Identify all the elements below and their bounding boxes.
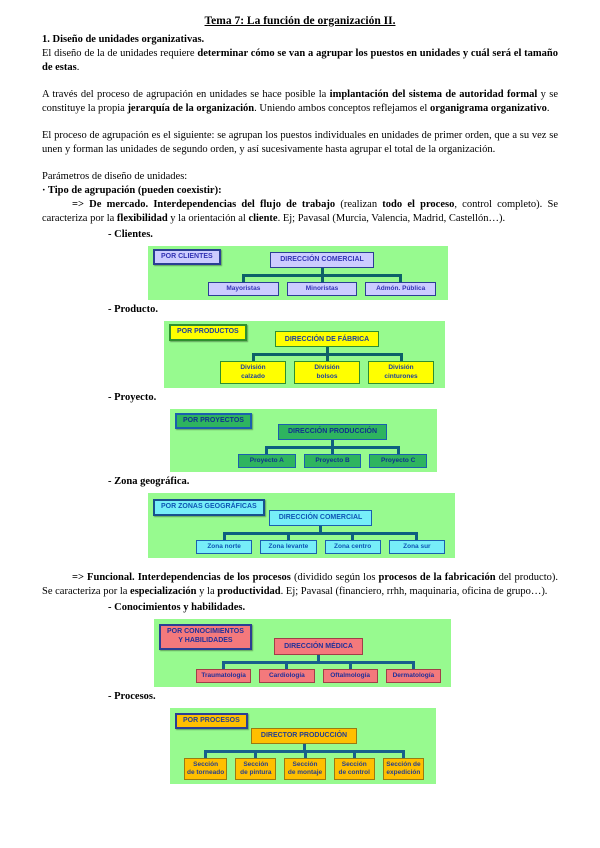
diagram-por-productos: POR PRODUCTOS DIRECCIÓN DE FÁBRICA Divisió… xyxy=(164,321,445,388)
zonas-label-box: POR ZONAS GEOGRÁFICAS xyxy=(153,498,265,516)
paragraph-funcional: => Funcional. Interdependencias de los p… xyxy=(42,572,558,598)
bullet-clientes: - Clientes. xyxy=(108,228,153,240)
conocimientos-child-box: Oftalmología xyxy=(322,668,378,683)
bullet-zona-geografica: - Zona geográfica. xyxy=(108,476,190,488)
diagram-por-proyectos: POR PROYECTOS DIRECCIÓN PRODUCCIÓN Proyect… xyxy=(170,408,437,473)
page-title: Tema 7: La función de organización II. xyxy=(204,15,396,27)
proyectos-label-box: POR PROYECTOS xyxy=(175,412,252,430)
zonas-child-box: Zona norte xyxy=(196,540,253,555)
clientes-child-box: Admón. Pública xyxy=(365,282,437,297)
productos-label-box: POR PRODUCTOS xyxy=(169,324,247,341)
clientes-child-box: Minoristas xyxy=(286,282,358,297)
paragraph-agrupacion: A través del proceso de agrupación en un… xyxy=(42,89,559,115)
conocimientos-child-box: Cardiología xyxy=(259,668,315,683)
clientes-label-box: POR CLIENTES xyxy=(153,248,221,266)
zonas-child-box: Zona levante xyxy=(260,540,317,555)
bullet-proyecto: - Proyecto. xyxy=(108,391,157,403)
paragraph-proceso: El proceso de agrupación es el siguiente… xyxy=(42,130,558,155)
proyectos-child-box: Proyecto B xyxy=(303,453,362,469)
clientes-child-box: Mayoristas xyxy=(208,282,279,297)
paragraph-de-mercado: => De mercado. Interdependencias del flu… xyxy=(42,198,558,224)
section-1-heading: 1. Diseño de unidades organizativas. xyxy=(42,34,205,46)
procesos-root-box: DIRECTOR PRODUCCIÓN xyxy=(250,727,358,744)
conocimientos-child-box: Dermatología xyxy=(385,668,441,683)
zonas-child-box: Zona sur xyxy=(388,540,445,555)
document-page: Tema 7: La función de organización II. 1… xyxy=(42,14,559,785)
zonas-child-box: Zona centro xyxy=(324,540,381,555)
conocimientos-child-box: Traumatología xyxy=(196,668,252,683)
procesos-label-box: POR PROCESOS xyxy=(175,712,248,730)
bullet-conocimientos: - Conocimientos y habilidades. xyxy=(108,602,246,614)
clientes-root-box: DIRECCIÓN COMERCIAL xyxy=(270,251,374,269)
zonas-root-box: DIRECCIÓN COMERCIAL xyxy=(268,509,373,527)
proyectos-root-box: DIRECCIÓN PRODUCCIÓN xyxy=(277,423,388,440)
conocimientos-root-box: DIRECCIÓN MÉDICA xyxy=(274,638,363,655)
bullet-tipo-agrupacion: · Tipo de agrupación (pueden coexistir): xyxy=(42,184,222,196)
bullet-procesos: - Procesos. xyxy=(108,690,156,702)
diagram-por-clientes: POR CLIENTES DIRECCIÓN COMERCIAL Mayorista… xyxy=(148,245,448,301)
paragraph-parametros: Parámetros de diseño de unidades: xyxy=(42,170,188,182)
bullet-producto: - Producto. xyxy=(108,304,158,316)
proyectos-child-box: Proyecto C xyxy=(369,453,428,469)
productos-root-box: DIRECCIÓN DE FÁBRICA xyxy=(274,331,380,348)
proyectos-child-box: Proyecto A xyxy=(238,453,296,469)
paragraph-diseno: El diseño de la de unidades requiere det… xyxy=(42,48,558,74)
